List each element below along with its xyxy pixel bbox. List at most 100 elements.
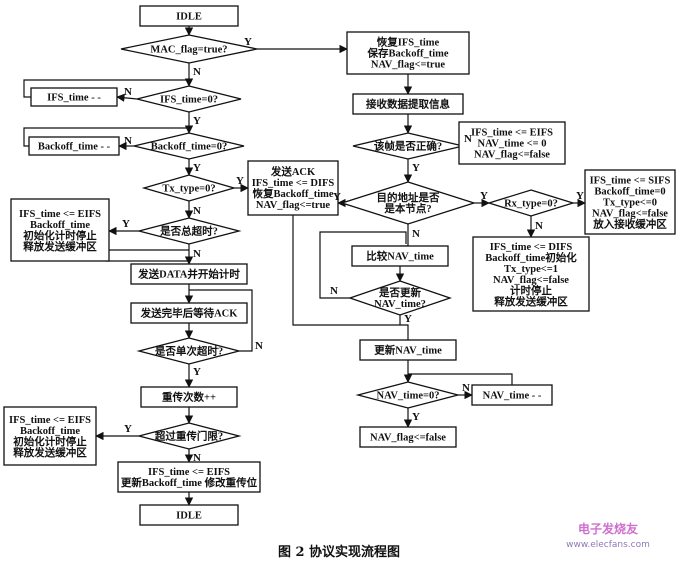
node-text: 释放发送缓冲区 xyxy=(494,295,568,308)
node-idle-bottom: IDLE xyxy=(139,504,239,526)
process-box xyxy=(28,136,120,156)
yes-label: Y xyxy=(244,36,252,48)
node-text: IFS_time <= EIFS xyxy=(9,415,91,426)
node-text: IFS_time <= DIFS xyxy=(252,178,335,189)
node-text: Backoff_time xyxy=(30,220,90,231)
yes-label: Y xyxy=(193,115,201,127)
node-update-nav: 更新NAV_time xyxy=(359,339,457,361)
node-text: 释放发送缓冲区 xyxy=(23,240,97,253)
node-text: 发送ACK xyxy=(270,165,316,178)
yes-label: Y xyxy=(576,190,584,202)
node-text: 恢复Backoff_time xyxy=(252,187,333,200)
connector-line xyxy=(116,93,138,102)
node-text: NAV_flag<=true xyxy=(371,60,446,71)
node-text: 释放发送缓冲区 xyxy=(13,446,87,459)
yes-label: Y xyxy=(124,423,132,435)
node-text: 初始化计时停止 xyxy=(13,435,87,448)
no-label: N xyxy=(462,382,470,394)
process-box xyxy=(458,121,566,165)
node-text: IDLE xyxy=(176,511,202,522)
process-box xyxy=(472,236,590,312)
flow-connectors xyxy=(23,26,586,506)
process-box xyxy=(352,93,464,115)
node-text: 是否更新 xyxy=(378,286,421,299)
yes-label: Y xyxy=(122,218,130,230)
process-box xyxy=(130,302,248,324)
process-box xyxy=(359,426,457,448)
node-text: NAV_flag<=false xyxy=(370,433,446,444)
connector-line xyxy=(319,231,407,299)
node-text: MAC_flag=true? xyxy=(150,45,227,56)
decision-diamond xyxy=(120,34,258,64)
process-box xyxy=(247,160,339,216)
node-rx-type: Rx_type=0? xyxy=(486,189,576,217)
node-retry-limit: 超过重传门限? xyxy=(136,422,242,450)
node-text: Backoff_time=0? xyxy=(151,142,228,153)
decision-diamond xyxy=(355,381,461,409)
no-label: N xyxy=(535,220,543,232)
node-backoff-dec: Backoff_time - - xyxy=(28,136,120,156)
node-text: 比较NAV_time xyxy=(366,250,434,263)
decision-diamond xyxy=(136,217,242,245)
node-text: IDLE xyxy=(176,12,202,23)
process-box xyxy=(346,31,470,75)
node-text: Backoff_time - - xyxy=(38,142,111,153)
yes-label: Y xyxy=(193,162,201,174)
node-text: IFS_time=0? xyxy=(160,95,218,106)
process-box xyxy=(584,169,676,235)
decision-diamond xyxy=(141,174,237,202)
node-rx-sifs: IFS_time <= SIFSBackoff_time=0Tx_type<=0… xyxy=(584,169,676,235)
connector-line xyxy=(400,224,409,247)
connector-line xyxy=(189,289,253,352)
no-label: N xyxy=(330,285,338,297)
decision-diamond xyxy=(352,132,464,160)
node-recv-extract: 接收数据提取信息 xyxy=(352,93,464,115)
node-text: 放入接收缓冲区 xyxy=(592,218,667,231)
figure-caption: 图 2 协议实现流程图 xyxy=(278,544,400,560)
node-send-data: 发送DATA并开始计时 xyxy=(130,263,248,285)
node-text: IFS_time - - xyxy=(47,93,101,104)
node-text: IFS_time <= SIFS xyxy=(590,176,671,187)
no-label: N xyxy=(255,340,263,352)
process-box xyxy=(471,384,553,406)
process-box xyxy=(139,5,239,27)
node-text: 是否单次超时? xyxy=(154,345,223,358)
yes-label: Y xyxy=(412,411,420,423)
decision-diamond xyxy=(347,280,453,316)
watermark-text: 电子发烧友 xyxy=(578,521,638,536)
decision-diamond xyxy=(133,132,245,160)
process-box xyxy=(359,339,457,361)
process-box xyxy=(30,87,118,107)
node-text: 更新Backoff_time 修改重传位 xyxy=(121,476,258,489)
yes-label: Y xyxy=(193,366,201,378)
node-single-timeout: 是否单次超时? xyxy=(136,337,242,365)
watermark-url: www.elecfans.com xyxy=(566,540,650,550)
node-text: Backoff_time初始化 xyxy=(485,251,577,264)
node-frame-ok: 该帧是否正确? xyxy=(352,132,464,160)
connector-line xyxy=(23,127,189,147)
node-text: 恢复IFS_time xyxy=(377,36,440,49)
connector-line xyxy=(292,215,409,340)
no-label: N xyxy=(464,133,472,145)
node-text: 是本节点? xyxy=(383,202,431,215)
connector-line xyxy=(408,373,513,385)
connector-line xyxy=(23,79,189,98)
connector-line xyxy=(105,249,189,262)
watermark-logo: 电子发烧友 www.elecfans.com xyxy=(566,521,650,550)
node-nav-dec: NAV_time - - xyxy=(471,384,553,406)
node-text: NAV_flag<=false xyxy=(474,150,550,161)
node-nav-clear: NAV_flag<=false xyxy=(359,426,457,448)
node-text: NAV_time <= 0 xyxy=(478,139,547,150)
decision-diamond xyxy=(136,337,242,365)
process-box xyxy=(351,245,449,267)
process-box xyxy=(3,406,97,466)
node-ifs-dec: IFS_time - - xyxy=(30,87,118,107)
node-text: Backoff_time=0 xyxy=(594,187,665,198)
node-text: 超过重传门限? xyxy=(154,430,223,443)
flow-nodes: IDLE MAC_flag=true? IFS_time - - IFS_time=0… xyxy=(3,5,676,526)
node-text: NAV_time? xyxy=(374,299,426,310)
